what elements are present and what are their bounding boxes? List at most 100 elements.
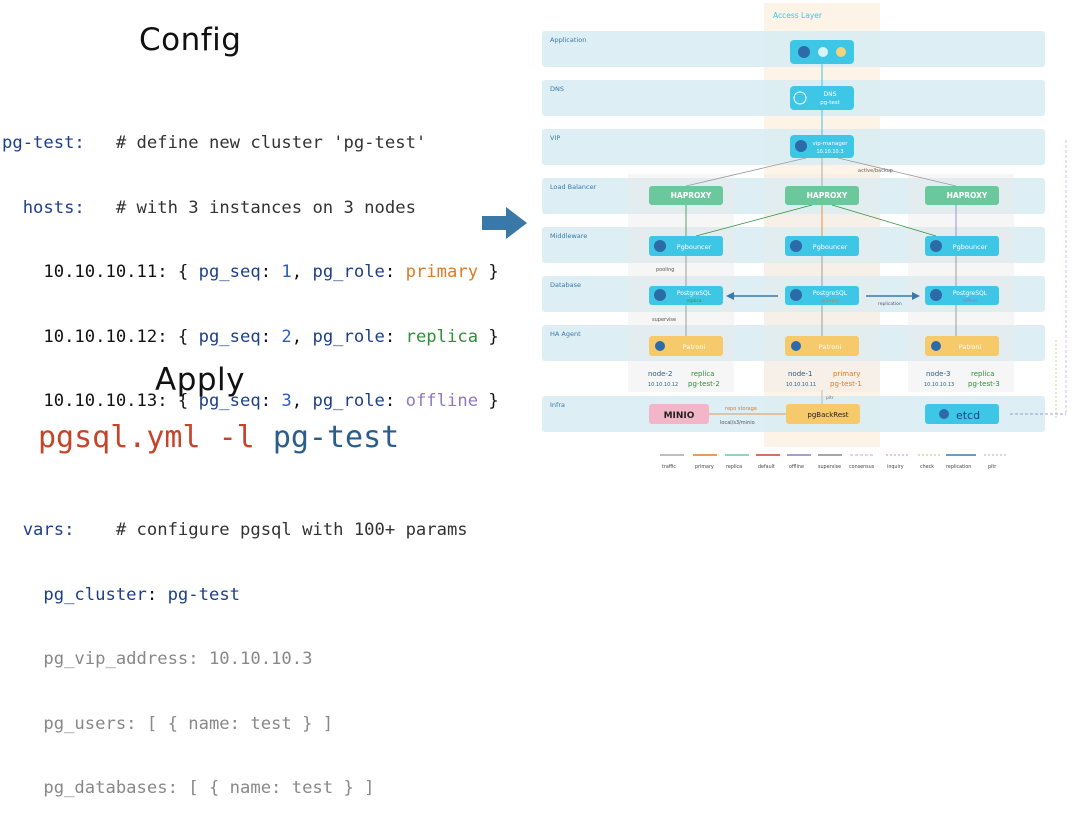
patroni-box — [649, 336, 723, 356]
pgbouncer-row: Pgbouncer Pgbouncer Pgbouncer — [649, 236, 999, 256]
code-key: pg_cluster — [2, 584, 147, 605]
globe-icon — [793, 91, 807, 105]
code-number: 3 — [281, 391, 292, 411]
legend-item: inquiry — [887, 464, 904, 470]
postgres-role: primary — [821, 298, 839, 304]
right-arrow-icon — [482, 207, 527, 239]
code-sep: , — [291, 391, 313, 411]
patroni-label: Patroni — [959, 343, 982, 351]
postgres-elephant-icon — [930, 289, 942, 301]
java-icon — [818, 47, 828, 57]
code-sep: : — [260, 391, 282, 411]
haproxy-label: HAPROXY — [807, 191, 848, 200]
legend-item: traffic — [662, 464, 676, 470]
postgres-role: replica — [686, 298, 701, 304]
node-column-3 — [908, 174, 1014, 392]
code-key: pg_role — [312, 326, 385, 347]
config-title: Config — [139, 22, 242, 58]
layer-label: Application — [550, 36, 586, 44]
replication-arrowhead — [726, 292, 734, 300]
postgres-label: PostgreSQL — [677, 290, 712, 297]
node-labels: node-2 10.10.10.12 replica pg-test-2 nod… — [648, 370, 1000, 388]
postgres-elephant-icon — [654, 240, 666, 252]
code-key: pg_role — [312, 262, 385, 282]
code-line: 10.10.10.13: { pg_seq: 3, pg_role: offli… — [2, 391, 498, 413]
legend-item: primary — [695, 464, 714, 470]
postgres-label: PostgreSQL — [813, 290, 848, 297]
command-playbook: pgsql.yml -l — [38, 420, 273, 455]
code-line: pg_cluster: pg-test — [2, 585, 499, 607]
dns-title: DNS — [824, 91, 837, 98]
code-key: hosts: — [2, 197, 85, 218]
layer-label: HA Agent — [550, 330, 581, 338]
code-sep: : — [260, 262, 282, 282]
node-role: replica — [971, 370, 995, 378]
patroni-box — [785, 336, 859, 356]
code-number: 1 — [281, 262, 292, 282]
haproxy-label: HAPROXY — [947, 191, 988, 200]
code-key: pg_seq — [198, 262, 261, 282]
node-name: node-3 — [926, 370, 950, 378]
code-comment: # define new cluster 'pg-test' — [84, 133, 427, 153]
pooling-label: pooling — [656, 267, 674, 273]
repo-storage-label: repo storage — [725, 406, 757, 412]
architecture-diagram: Access Layer Application DNS VIP Load Ba… — [542, 3, 1067, 470]
vip-sub: 10.10.10.3 — [816, 149, 843, 155]
node-role: replica — [691, 370, 715, 378]
code-sep: : — [146, 584, 168, 605]
legend-item: consensus — [849, 465, 875, 470]
code-blank-line — [2, 456, 499, 478]
legend-item: supervise — [818, 464, 841, 470]
code-sep: : — [384, 391, 406, 411]
patroni-row: Patroni Patroni Patroni — [649, 336, 999, 356]
command-target: pg-test — [272, 420, 400, 455]
apply-command: pgsql.yml -l pg-test — [38, 420, 399, 455]
pgbackrest-box — [786, 404, 860, 424]
legend-item: pitr — [988, 464, 996, 470]
legend-item: offline — [789, 464, 804, 470]
code-line: pg_vip_address: 10.10.10.3 — [2, 649, 313, 669]
node-instance: pg-test-3 — [968, 380, 1000, 388]
code-key: pg-test: — [2, 133, 85, 153]
code-line: pg_databases: [ { name: test } ] — [2, 778, 375, 798]
replication-label: replication — [878, 301, 902, 307]
legend-item: replica — [726, 464, 742, 470]
access-layer-label: Access Layer — [773, 11, 823, 20]
postgres-elephant-icon — [654, 289, 666, 301]
pgbouncer-label: Pgbouncer — [953, 243, 988, 251]
code-ip: 10.10.10.11: { — [2, 262, 199, 282]
code-key: pg_seq — [198, 391, 261, 411]
code-sep: : — [260, 326, 282, 347]
pgbouncer-label: Pgbouncer — [677, 243, 712, 251]
pgbouncer-box — [649, 236, 723, 256]
postgres-elephant-icon — [930, 240, 942, 252]
node-ip: 10.10.10.12 — [648, 382, 678, 388]
code-line: vars: # configure pgsql with 100+ params — [2, 520, 499, 542]
python-icon — [655, 341, 665, 351]
patroni-label: Patroni — [683, 343, 706, 351]
flow-line — [837, 157, 957, 187]
layer-label: VIP — [550, 134, 560, 142]
haproxy-box — [925, 186, 999, 205]
legend-item: default — [758, 464, 775, 470]
postgres-box — [925, 286, 999, 305]
code-line: pg-test: # define new cluster 'pg-test' — [2, 133, 499, 155]
code-ip: 10.10.10.13: { — [2, 391, 199, 411]
active-backup-label: active/backup — [858, 168, 893, 174]
patroni-box — [925, 336, 999, 356]
node-name: node-1 — [788, 370, 812, 378]
etcd-box — [925, 404, 999, 424]
postgres-role: offline — [963, 298, 977, 304]
code-line: pg_users: [ { name: test } ] — [2, 713, 334, 734]
code-number: 2 — [281, 326, 292, 347]
replication-arrowhead — [912, 292, 920, 300]
code-sep: } — [478, 262, 499, 282]
code-key: vars: — [2, 520, 75, 540]
pgbouncer-box — [925, 236, 999, 256]
code-line: 10.10.10.12: { pg_seq: 2, pg_role: repli… — [2, 326, 498, 349]
supervise-label: supervise — [652, 317, 676, 323]
node-column-2 — [628, 174, 734, 392]
code-sep: : — [384, 326, 406, 347]
repo-path-label: local/s3/minio — [720, 420, 755, 426]
python-icon — [931, 341, 941, 351]
